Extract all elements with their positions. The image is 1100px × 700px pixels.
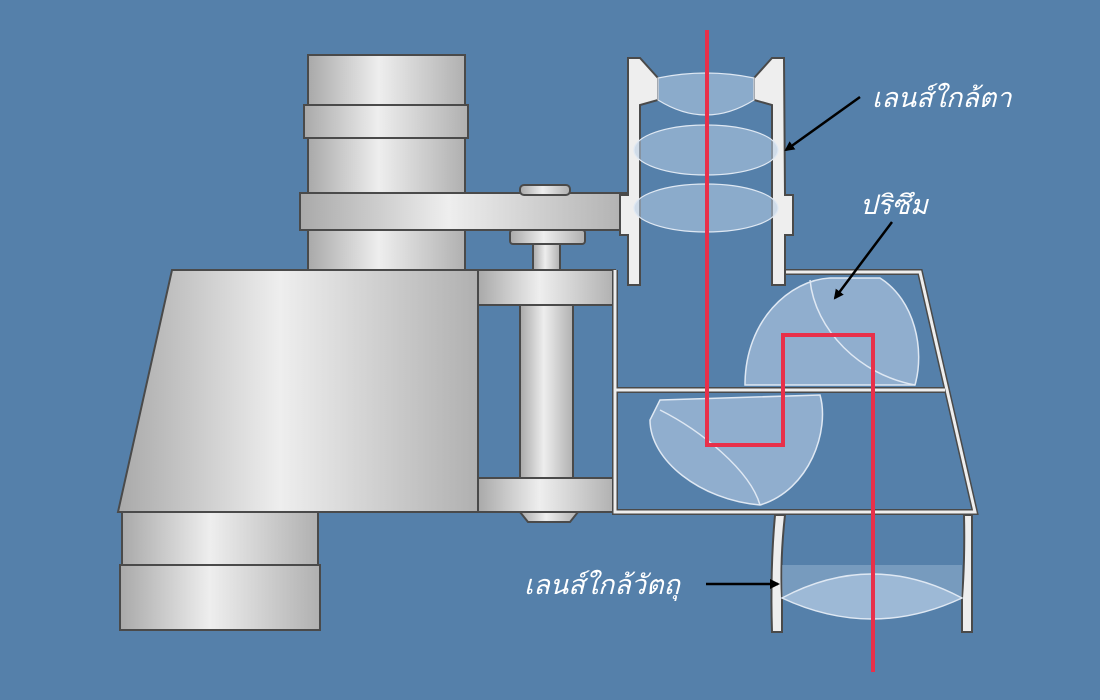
left-objective-tube [119,564,321,631]
light-ray [705,30,875,672]
eyepiece-lenses [633,72,779,233]
eyepiece-tube [619,57,794,286]
lower-prism [649,394,824,506]
hinge-shaft [519,299,574,481]
prisms [649,277,920,506]
objective-label: เลนส์ใกล้วัตถุ [524,570,680,601]
upper-hinge-bar [477,269,616,306]
hinge-neck [532,243,561,271]
objective-ring [121,511,319,566]
eyepiece-arrow [784,95,861,152]
prism-label: ปริซึม [860,190,928,221]
lower-hinge-bar [477,477,616,513]
hinge-top [519,184,571,196]
hinge-bottom [517,511,581,523]
left-barrel-exterior [116,54,631,631]
hinge-cap [509,229,586,245]
eyepiece-label: เลนส์ใกล้ตา [872,83,1012,114]
bridge-bar [299,192,631,231]
prism-housing-body [116,269,479,513]
prism-arrow [833,221,893,300]
left-eyepiece-tube [307,54,466,271]
objective-tube [770,514,973,633]
eyepiece-ring [303,104,469,139]
upper-prism [744,277,920,386]
